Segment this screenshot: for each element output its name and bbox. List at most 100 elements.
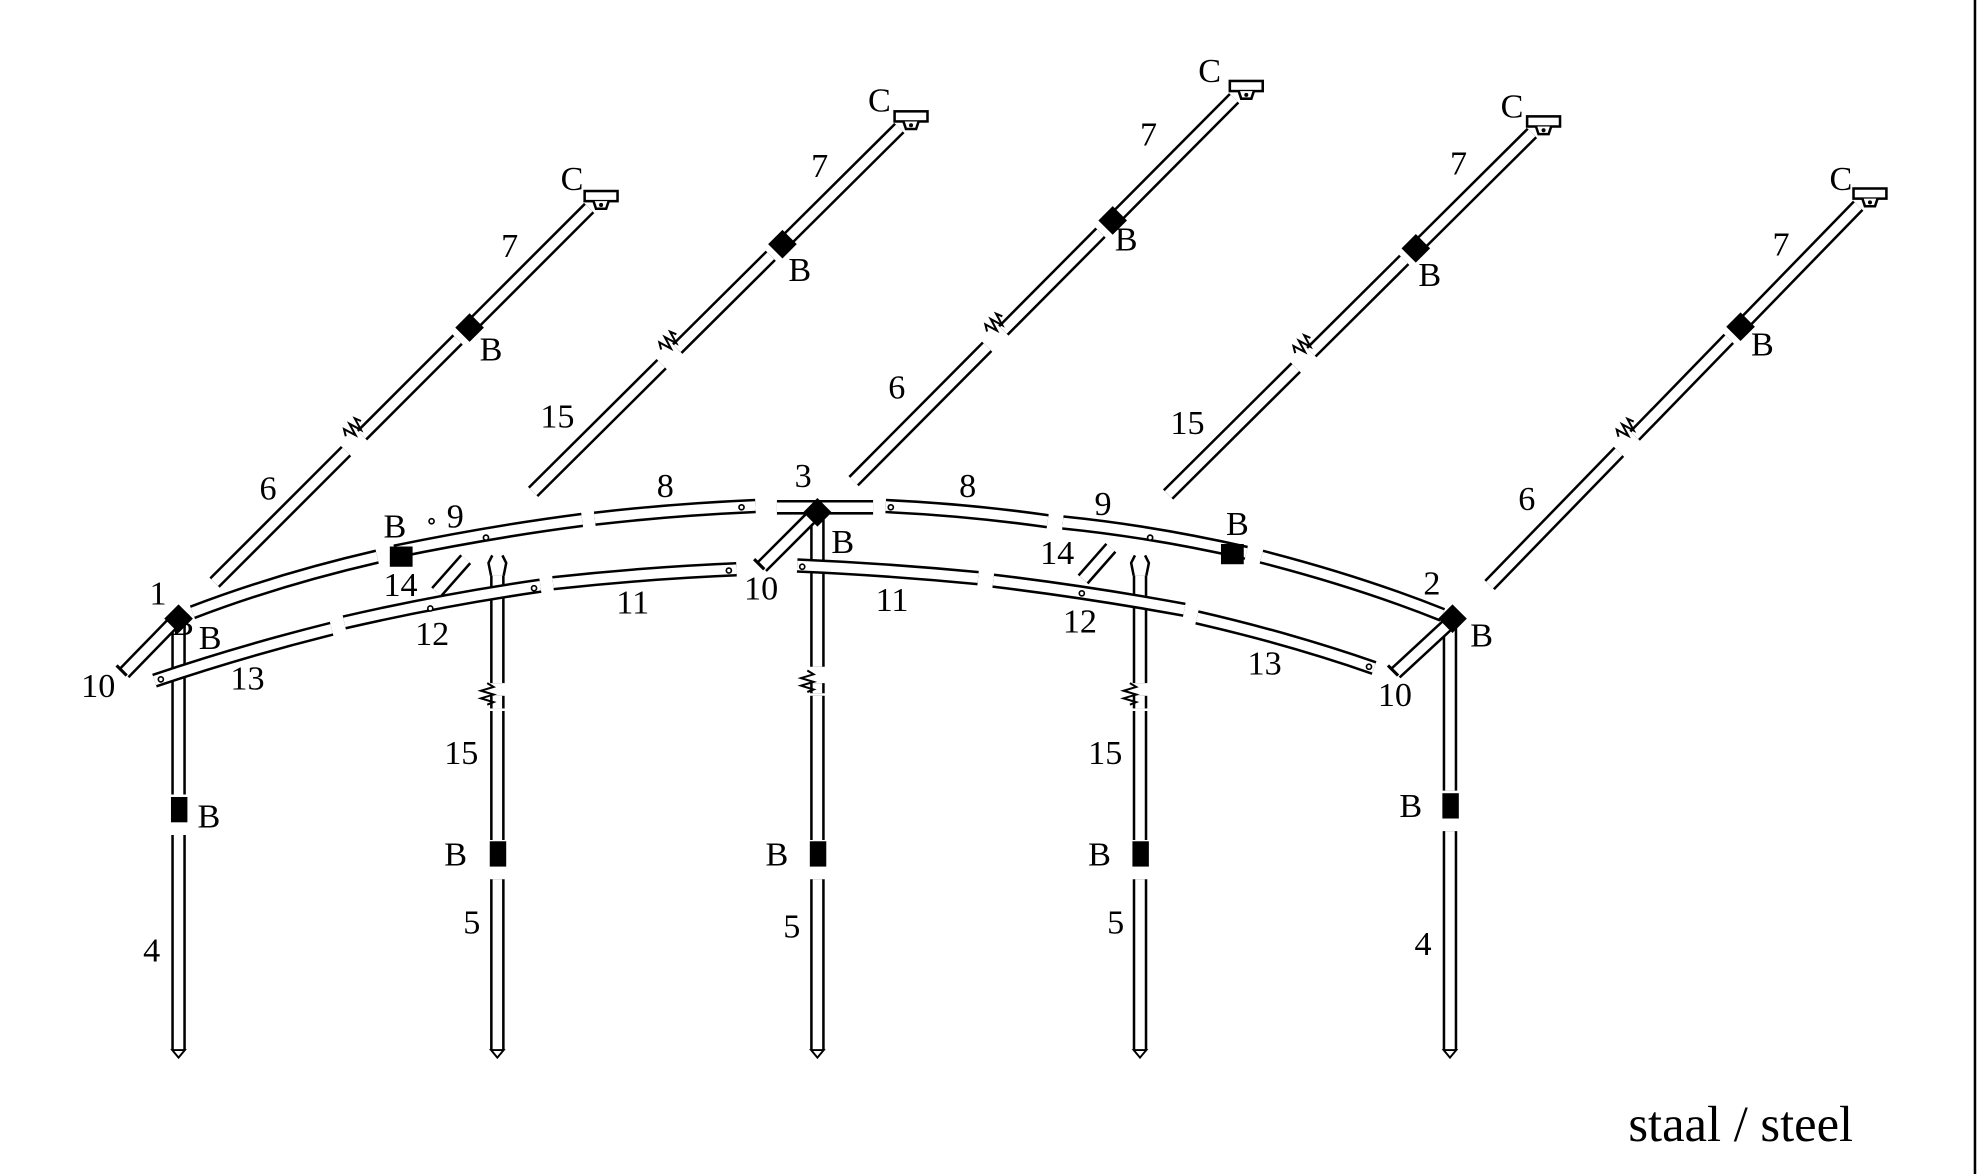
part-number-2: 2 [1423,566,1440,603]
spring-icon [983,311,1005,334]
material-caption: staal / steel [1628,1096,1853,1152]
part-number-11: 11 [876,582,909,619]
ground-peg-tip [170,1049,187,1060]
pole-10 [1392,622,1450,677]
arch-8 [885,501,1049,526]
bracket-c-icon [1228,79,1264,100]
arch-8 [594,501,756,524]
spring-icon [477,682,498,706]
arch-9 [393,515,583,557]
part-number-12: 12 [1063,604,1097,641]
rafter-7 [1113,94,1238,220]
part-number-9: 9 [447,499,464,536]
callout-b: B [171,606,194,643]
pin-hole [530,584,538,592]
callout-b: B [1470,617,1493,654]
part-number-7: 7 [1140,116,1157,153]
bracket-rail [583,189,619,203]
ground-peg-tip [1131,1049,1149,1060]
part-number-4: 4 [1415,926,1432,963]
part-number-15: 15 [1170,405,1204,442]
part-number-13: 13 [230,660,264,697]
arch-top [1260,552,1445,620]
pin-hole [426,605,434,612]
pin-hole [738,503,745,511]
bracket-c-icon [893,110,929,131]
fork-icon [487,554,508,576]
callout-b: B [1226,506,1249,543]
part-number-9: 9 [1094,486,1111,523]
rafter-6 [1486,448,1623,589]
callout-b: B [766,836,789,873]
rafter-7 [470,204,593,327]
pin-hole [157,675,165,683]
ground-peg-tip [489,1049,506,1060]
pin-hole [887,503,895,511]
pole-end-cap [753,558,766,571]
part-number-14: 14 [383,567,417,604]
rafter-6 [1000,229,1104,334]
bracket-c-icon [1852,187,1888,208]
arch-12 [992,575,1186,615]
bracket-hole [599,202,604,207]
ground-peg-tip [1441,1049,1459,1060]
clamp-b [389,546,413,567]
callout-b: B [480,332,503,369]
pin-hole [1365,663,1373,671]
joint-2-clamp [1438,604,1467,633]
callout-b: B [1418,257,1441,294]
bracket-rail [1525,115,1562,128]
part-number-15: 15 [1088,735,1122,772]
callout-b: B [788,252,811,289]
part-number-7: 7 [1773,227,1790,264]
part-number-3: 3 [795,458,812,495]
callout-b: B [198,798,221,835]
part-number-7: 7 [811,148,828,185]
fork-icon [1129,554,1151,576]
spring-zigzag [657,329,679,352]
spring-icon [657,329,679,352]
callout-b: B [1399,788,1422,825]
spring-icon [1615,416,1637,439]
callout-c: C [1198,53,1221,90]
part-number-7: 7 [501,228,518,265]
spring-zigzag [1291,333,1313,355]
bracket-hole [1867,200,1872,205]
brace-14 [433,556,470,596]
clamp-b [455,313,484,342]
part-number-5: 5 [1107,905,1124,942]
part-number-15: 15 [540,399,574,436]
arch-13 [152,624,333,686]
pole-10 [120,621,175,677]
rafter-6 [850,343,991,485]
arch-11 [796,560,979,583]
callout-b: B [383,509,406,546]
bracket-rail [1228,79,1264,93]
clamp-b [809,841,827,867]
spring-zigzag [342,416,364,438]
pole-end-cap [115,664,128,677]
part-number-6: 6 [888,370,905,407]
clamp-b [1220,543,1244,565]
callout-b: B [1751,326,1774,363]
part-number-11: 11 [616,585,649,622]
bracket-rail [893,110,929,123]
spring-icon [342,416,364,438]
spring-zigzag [797,669,818,693]
clamp-b [489,841,507,867]
brace-14 [1079,544,1115,583]
part-number-5: 5 [463,905,480,942]
callout-b: B [1115,221,1138,258]
bracket-c-icon [583,189,619,211]
pin-hole [1078,589,1086,597]
joint-3-clamp [803,498,832,527]
rafter-7 [1416,129,1536,248]
callout-b: B [444,836,467,873]
bracket-c-icon [1525,115,1562,136]
spring-zigzag [1120,682,1140,706]
callout-c: C [1501,89,1524,126]
pole-end-cap [1386,664,1400,677]
part-number-13: 13 [1248,645,1282,682]
